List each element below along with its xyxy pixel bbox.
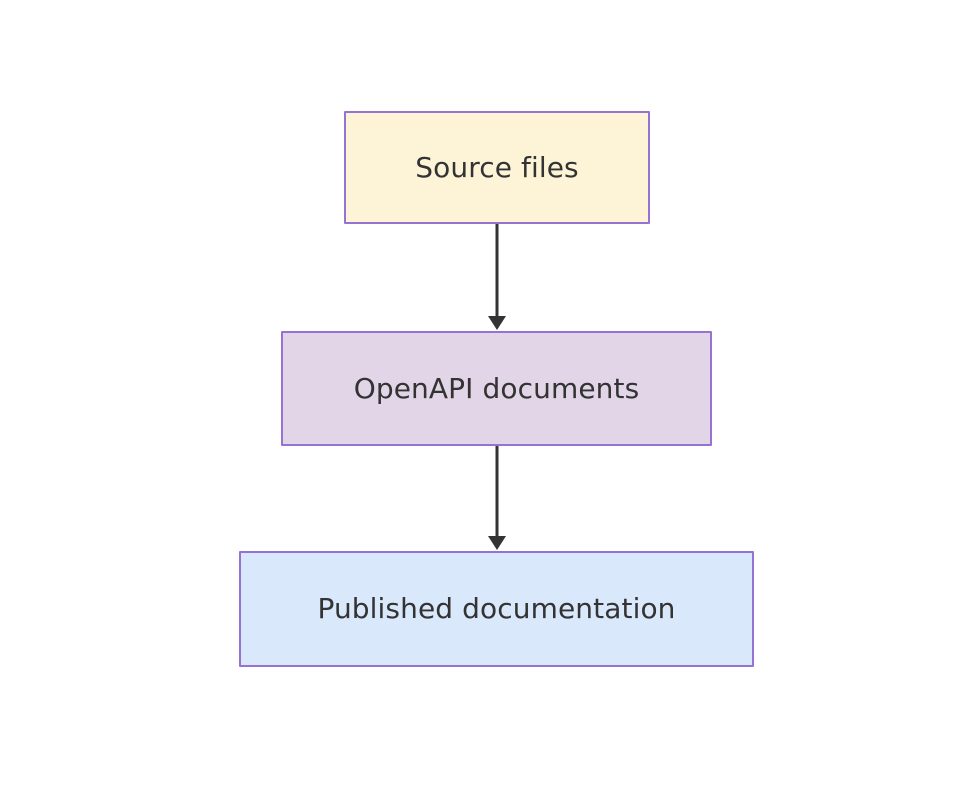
node-label-openapi-documents: OpenAPI documents bbox=[353, 371, 640, 405]
edge-openapi-to-published bbox=[488, 446, 506, 550]
node-label-published-documentation: Published documentation bbox=[317, 592, 676, 626]
node-openapi-documents[interactable]: OpenAPI documents bbox=[281, 331, 712, 446]
arrowhead-icon-openapi-to-published bbox=[488, 536, 506, 550]
edge-source-to-openapi bbox=[488, 224, 506, 330]
node-source-files[interactable]: Source files bbox=[344, 111, 650, 224]
arrowhead-icon-source-to-openapi bbox=[488, 316, 506, 330]
node-label-source-files: Source files bbox=[415, 150, 579, 184]
node-published-documentation[interactable]: Published documentation bbox=[239, 551, 754, 667]
